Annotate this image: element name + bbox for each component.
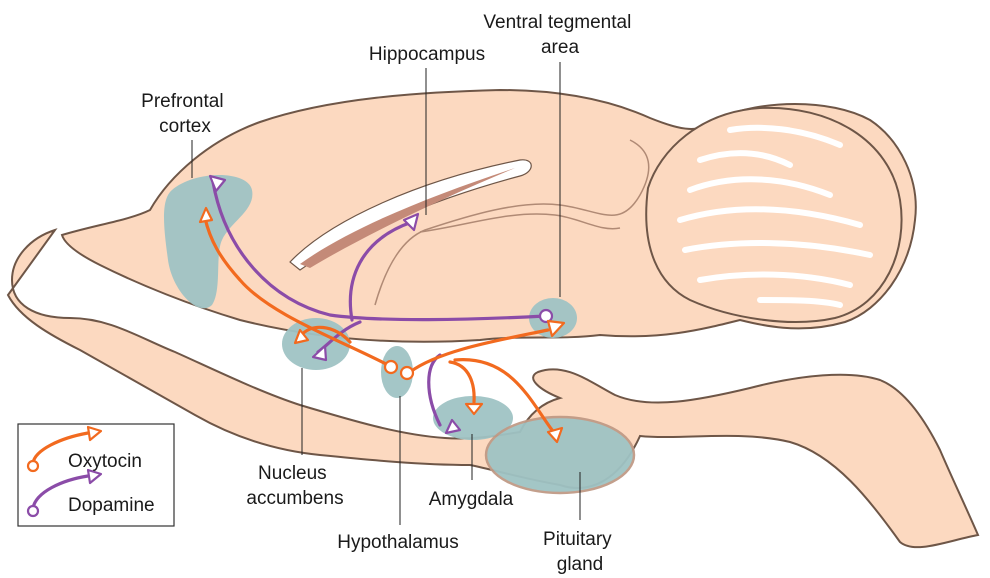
oxytocin-origin-2 — [401, 367, 413, 379]
label-nucleus-accumbens: Nucleus accumbens — [246, 463, 343, 509]
label-amygdala: Amygdala — [429, 489, 514, 510]
label-prefrontal-cortex: Prefrontal cortex — [141, 91, 229, 137]
nucleus-accumbens-region — [282, 318, 350, 370]
label-hippocampus: Hippocampus — [369, 44, 485, 65]
oxytocin-path-to-amygdala — [450, 362, 474, 402]
label-vta: Ventral tegmental area — [483, 12, 636, 58]
legend-oxytocin-label: Oxytocin — [68, 451, 142, 472]
legend-dopamine-label: Dopamine — [68, 495, 155, 516]
legend-dopamine-circle — [28, 506, 38, 516]
label-hypothalamus: Hypothalamus — [337, 532, 458, 553]
cerebellum — [646, 108, 901, 322]
oxytocin-origin-1 — [385, 361, 397, 373]
legend-oxytocin-circle — [28, 461, 38, 471]
legend: Oxytocin Dopamine — [18, 424, 174, 526]
label-pituitary-gland: Pituitary gland — [543, 529, 617, 575]
